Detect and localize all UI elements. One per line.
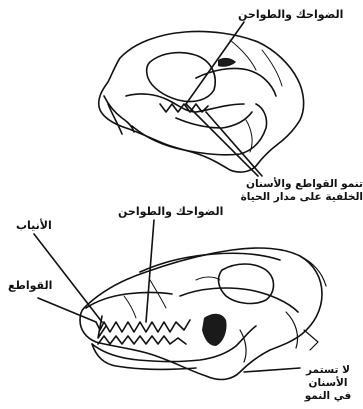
lower-skull-drawing: [80, 248, 326, 379]
upper-growth-label: تنمو القواطع والأسنان الخلفية على مدار ا…: [248, 178, 363, 204]
incisors-label: القواطع: [8, 279, 52, 293]
lower-nogrowth-line1: لا تستمر الأسنان: [300, 364, 356, 390]
lower-orbit: [219, 264, 274, 303]
lower-upper-toothrow: [96, 320, 190, 332]
upper-incisor-tip: [108, 104, 122, 134]
lower-leader-lines: [34, 220, 300, 372]
lower-molars-label: الضواحك والطواحن: [118, 205, 223, 219]
lower-brow: [140, 253, 280, 272]
upper-dark-shade: [218, 58, 236, 67]
upper-molars-label: الضواحك والطواحن: [238, 8, 343, 22]
upper-skull-drawing: [99, 31, 304, 172]
upper-skull-outline: [99, 31, 304, 172]
canines-label: الأنياب: [16, 219, 52, 233]
lower-nogrowth-line2: في النمو: [300, 390, 356, 403]
upper-growth-line1: تنمو القواطع والأسنان: [248, 178, 363, 191]
lower-lower-toothrow: [98, 336, 186, 344]
lower-nogrowth-label: لا تستمر الأسنان في النمو: [300, 364, 356, 403]
lower-dark-shade: [202, 314, 227, 346]
upper-growth-line2: الخلفية على مدار الحياة: [248, 191, 363, 204]
lower-mandible: [92, 326, 256, 362]
upper-cheek: [126, 94, 244, 112]
lower-zygomatic: [180, 288, 298, 312]
